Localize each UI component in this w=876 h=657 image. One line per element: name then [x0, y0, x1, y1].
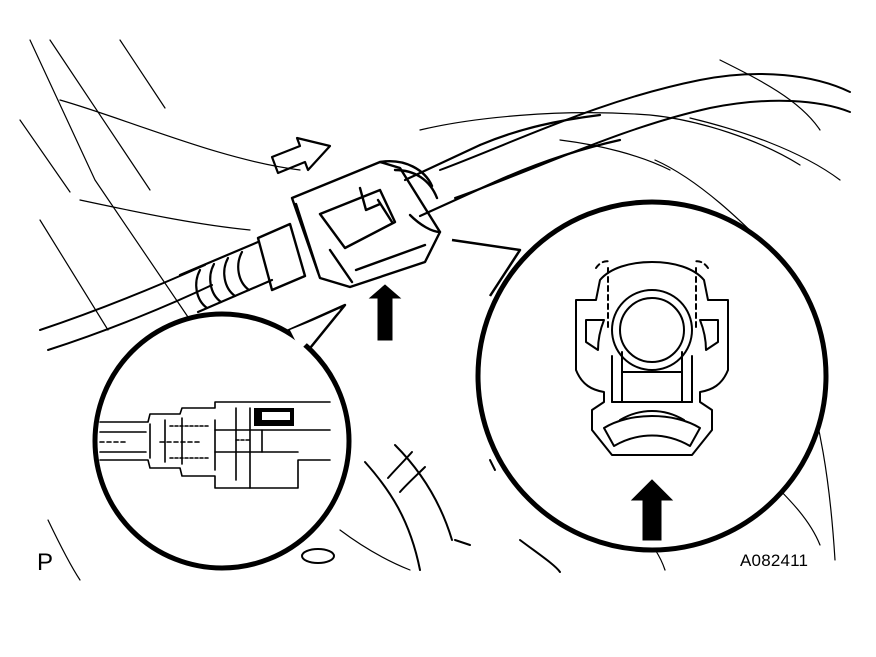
connector-cross-section	[99, 401, 331, 489]
lower-hose	[301, 444, 561, 573]
left-detail-callout	[92, 303, 352, 571]
background-linework	[19, 39, 841, 581]
right-detail-callout	[451, 199, 829, 553]
push-arrow-up-detail	[630, 479, 674, 541]
push-arrow-up	[368, 284, 402, 341]
fuel-tube	[178, 113, 622, 314]
figure-id: A082411	[740, 551, 809, 570]
quick-connector	[256, 160, 442, 292]
connector-end-view	[575, 260, 729, 456]
view-label: P	[37, 549, 54, 576]
outline-arrow-right	[270, 136, 332, 175]
